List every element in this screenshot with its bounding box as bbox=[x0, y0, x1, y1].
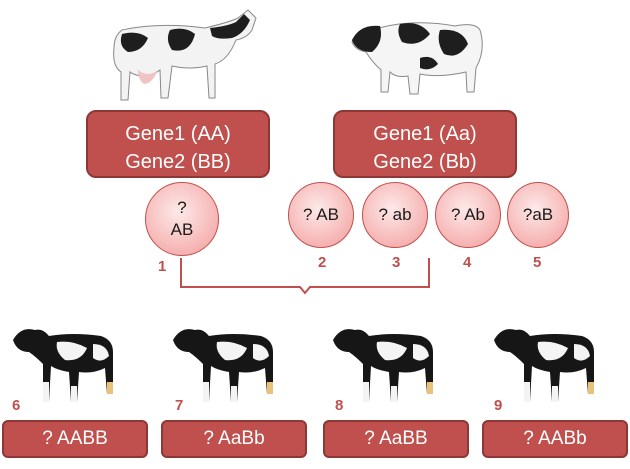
father-gene1: Gene1 (Aa) bbox=[373, 123, 477, 145]
calf-number-7: 7 bbox=[175, 397, 184, 414]
gamete-2-label: ? AB bbox=[303, 205, 339, 224]
gamete-number-4: 4 bbox=[463, 254, 472, 271]
gamete-circle-5: ?aB bbox=[507, 182, 569, 248]
gamete-number-2: 2 bbox=[318, 254, 327, 271]
calf-icon-6 bbox=[13, 329, 113, 402]
mother-gene2: Gene2 (BB) bbox=[125, 151, 231, 173]
gamete-number-1: 1 bbox=[158, 258, 167, 275]
calf-number-6: 6 bbox=[12, 397, 21, 414]
father-bull-icon bbox=[351, 22, 483, 95]
calf-number-9: 9 bbox=[494, 397, 503, 414]
calf-genotype-box-9: ? AABb bbox=[482, 420, 628, 458]
gamete-number-3: 3 bbox=[392, 254, 401, 271]
calf-icon-9 bbox=[494, 329, 594, 402]
gamete-circle-2: ? AB bbox=[288, 182, 354, 248]
calf-number-8: 8 bbox=[335, 397, 344, 414]
calf-genotype-box-7: ? AaBb bbox=[161, 420, 307, 458]
gamete-1-line1: ? bbox=[177, 198, 187, 217]
gamete-1-line2: AB bbox=[170, 220, 194, 239]
father-gene2: Gene2 (Bb) bbox=[373, 151, 477, 173]
gamete-5-label: ?aB bbox=[522, 205, 554, 224]
calf-genotype-box-6: ? AABB bbox=[2, 420, 148, 458]
calf-icon-8 bbox=[333, 329, 433, 402]
gamete-4-label: ? Ab bbox=[450, 205, 486, 224]
calf-genotype-box-8: ? AaBB bbox=[323, 420, 469, 458]
mother-gene1: Gene1 (AA) bbox=[125, 123, 231, 145]
gamete-circle-1: ? AB bbox=[145, 182, 219, 256]
gamete-circle-3: ? ab bbox=[362, 182, 428, 248]
gamete-3-label: ? ab bbox=[378, 205, 412, 224]
mother-genotype-box: Gene1 (AA) Gene2 (BB) bbox=[86, 110, 270, 178]
mother-cow-icon bbox=[113, 9, 257, 101]
gamete-circle-4: ? Ab bbox=[435, 182, 501, 248]
gamete-number-5: 5 bbox=[533, 254, 542, 271]
father-genotype-box: Gene1 (Aa) Gene2 (Bb) bbox=[333, 110, 517, 178]
calf-icon-7 bbox=[173, 329, 273, 402]
